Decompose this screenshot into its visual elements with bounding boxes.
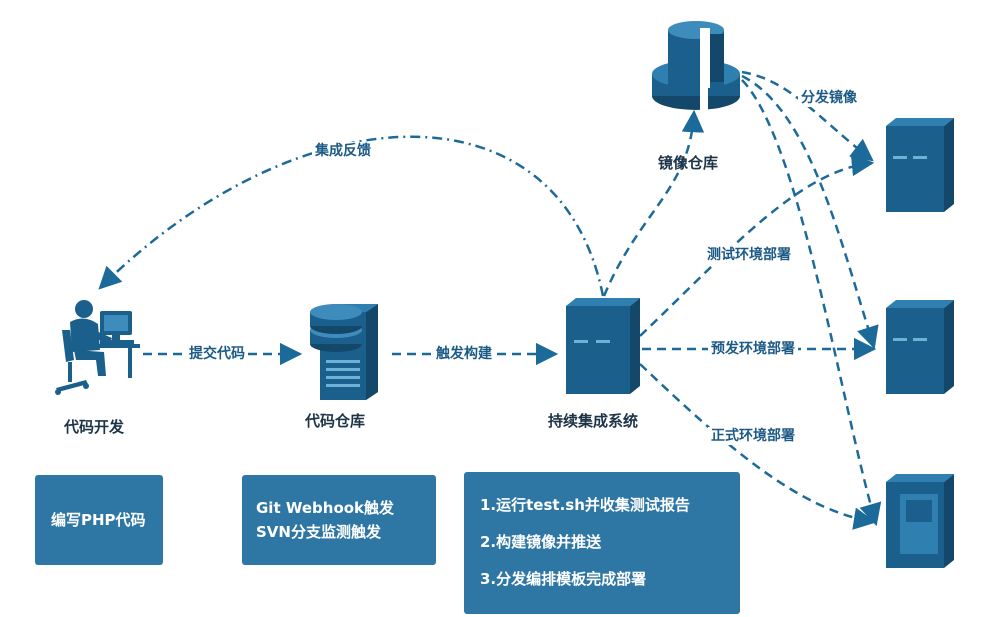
server-icon [566,298,640,394]
ci-steps-box-line-1: 1.运行test.sh并收集测试报告 [480,496,690,514]
triggers-box-line-1: Git Webhook触发 [256,499,395,517]
developer-at-computer-icon [55,300,140,395]
ci-steps-box-line-2: 2.构建镜像并推送 [480,533,602,551]
trigger-build-label: 触发构建 [433,345,495,363]
developer-label: 代码开发 [64,418,125,436]
triggers-box-line-2: SVN分支监测触发 [256,523,381,541]
deploy-prod-arrow [639,363,877,530]
deploy-prod-label: 正式环境部署 [708,427,798,445]
image-repo-label: 镜像仓库 [658,154,719,172]
feedback-arrow [98,135,605,297]
deploy-test-arrow [639,153,875,337]
ci-steps-box-line-3: 3.分发编排模板完成部署 [480,570,647,588]
server-tower-icon [886,474,954,568]
deploy-test-label: 测试环境部署 [704,246,794,264]
database-icon [652,21,740,118]
distribute-image-arrow-2 [741,74,879,350]
target-server-1-icon [886,118,954,212]
triggers-box: Git Webhook触发 SVN分支监测触发 [242,475,436,565]
database-server-icon [310,304,378,400]
code-repo-label: 代码仓库 [305,412,366,430]
push-image-arrow [602,109,705,297]
target-server-2-icon [886,300,954,394]
write-code-box: 编写PHP代码 [35,475,163,565]
distribute-image-arrow-1 [741,70,874,162]
ci-steps-box: 1.运行test.sh并收集测试报告 2.构建镜像并推送 3.分发编排模板完成部… [464,472,740,614]
deploy-pre-label: 预发环境部署 [708,340,798,358]
integration-feedback-label: 集成反馈 [312,142,374,160]
distribute-image-arrow-3 [741,79,882,527]
commit-code-label: 提交代码 [186,345,248,363]
write-code-box-line: 编写PHP代码 [51,511,146,529]
distribute-image-label: 分发镜像 [798,89,860,107]
ci-system-label: 持续集成系统 [548,412,639,430]
